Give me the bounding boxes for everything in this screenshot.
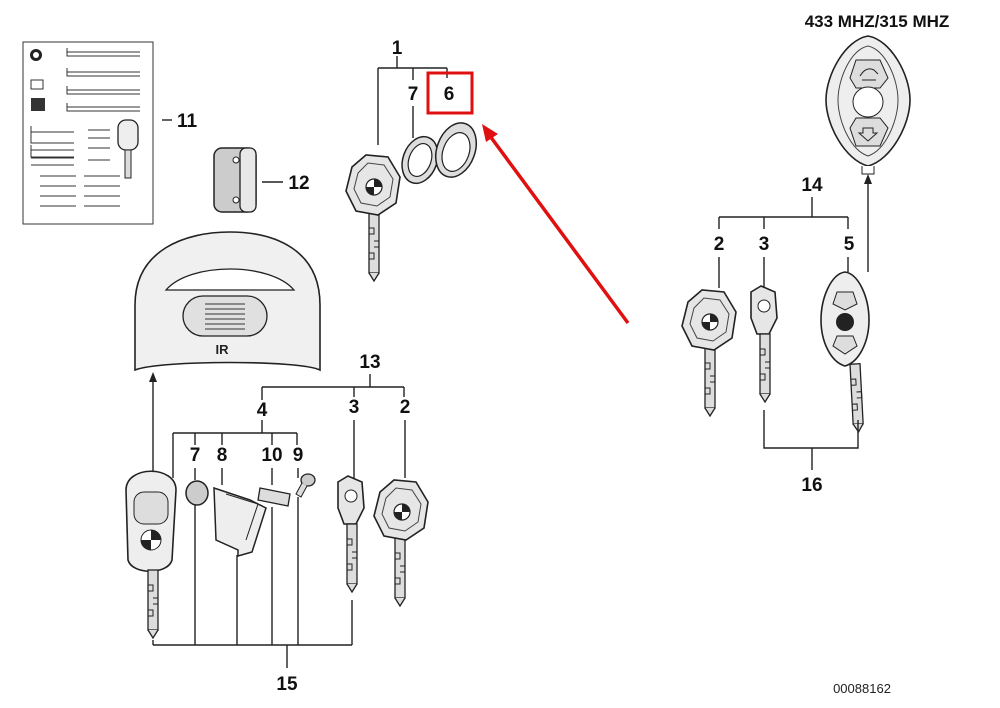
callout-10: 10 <box>261 445 282 466</box>
callout-1: 1 <box>392 38 403 59</box>
ir-transmitter-detail <box>134 231 321 472</box>
arrow-down-icon <box>857 127 879 142</box>
callout-8: 8 <box>217 445 228 466</box>
callout-9: 9 <box>293 445 304 466</box>
key-5-remote <box>820 271 870 433</box>
callout-4: 4 <box>257 400 268 421</box>
part-8-cover <box>213 486 267 557</box>
trunk-icon <box>859 68 879 81</box>
key-2-left <box>373 479 429 607</box>
callout-7-top: 7 <box>408 84 419 105</box>
key-3-left <box>337 475 365 593</box>
remote-fob <box>825 35 911 175</box>
unlock-trunk-button <box>849 59 889 89</box>
part-12-key-cover <box>213 147 283 213</box>
red-pointer-arrow <box>482 124 630 325</box>
part-7-cap <box>185 480 209 506</box>
callout-13: 13 <box>359 352 380 373</box>
callout-5: 5 <box>844 234 855 255</box>
part-7-ring <box>401 135 439 185</box>
callout-3-left: 3 <box>349 397 360 418</box>
part-6-battery-cover <box>434 122 478 178</box>
lock-button <box>849 117 889 147</box>
callout-14: 14 <box>801 175 823 196</box>
callout-2-left: 2 <box>400 397 411 418</box>
key-2-right <box>681 289 737 417</box>
frequency-label: 433 MHZ/315 MHZ <box>805 12 950 31</box>
catalog-number: 00088162 <box>833 681 891 696</box>
callout-6: 6 <box>444 84 455 105</box>
highlight-box-part-6 <box>426 71 474 115</box>
callout-1-bracket <box>377 56 448 145</box>
ir-key <box>125 470 177 639</box>
part-11-document <box>22 41 172 225</box>
center-button <box>852 86 884 118</box>
callout-16: 16 <box>801 475 822 496</box>
callout-2-right: 2 <box>714 234 725 255</box>
key-group-1 <box>345 154 401 282</box>
callout-7-bottom: 7 <box>190 445 201 466</box>
part-10-plate <box>257 487 291 507</box>
callout-15: 15 <box>276 674 298 695</box>
callout-3-right: 3 <box>759 234 770 255</box>
key-3-right <box>750 285 778 403</box>
ir-label: IR <box>216 342 230 357</box>
callout-12: 12 <box>288 173 309 194</box>
part-9-screw <box>295 473 316 498</box>
callout-11: 11 <box>177 111 198 132</box>
